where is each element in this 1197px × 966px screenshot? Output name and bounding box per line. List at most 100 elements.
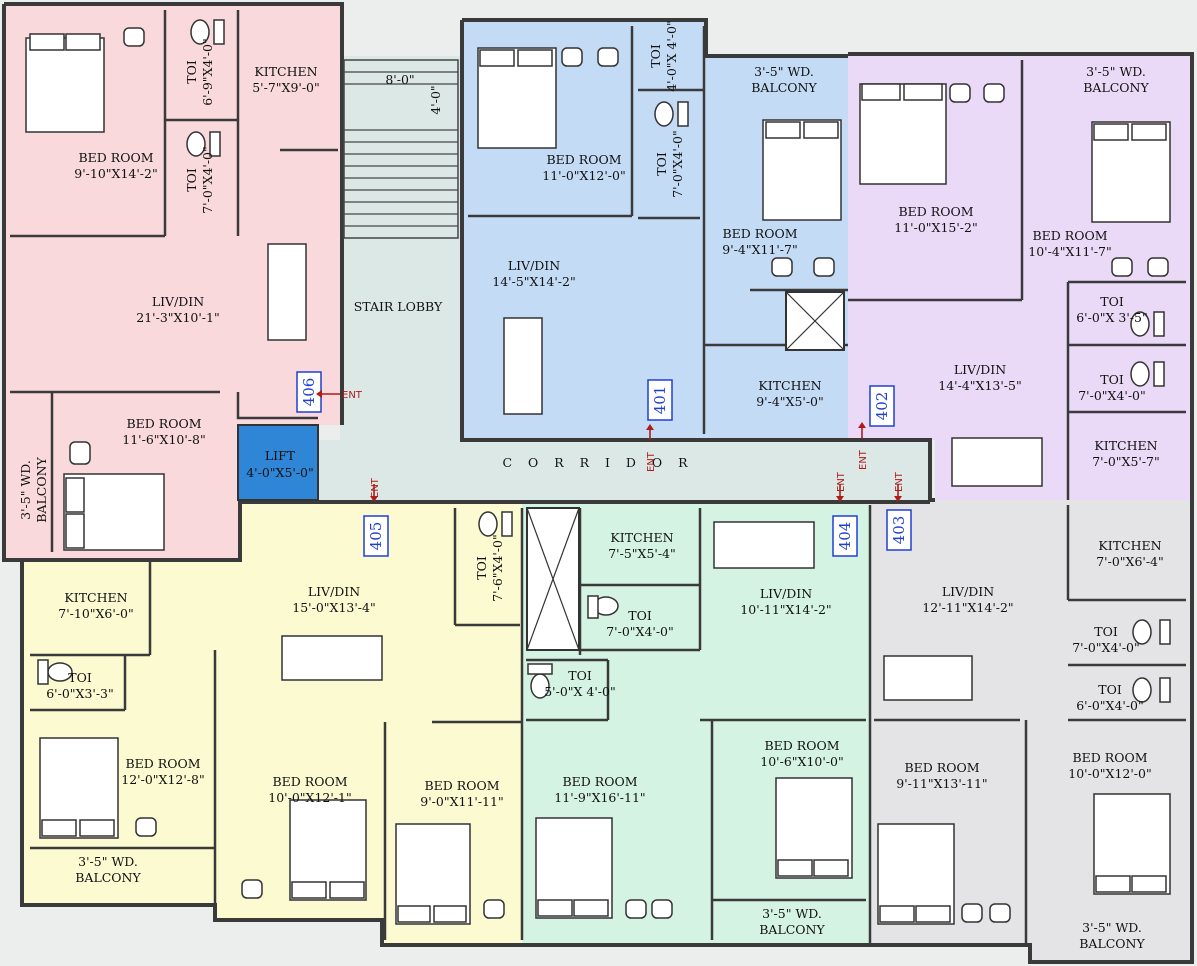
room-name: 3'-5" WD.: [18, 460, 33, 520]
svg-text:ENT: ENT: [858, 449, 869, 470]
chair-icon: [989, 903, 1011, 923]
room-name: KITCHEN: [1098, 538, 1161, 553]
room-name: BED ROOM: [904, 760, 979, 775]
room-dimension: 7'-0"X5'-7": [1092, 454, 1160, 469]
room-dimension: BALCONY: [1083, 80, 1149, 95]
bed-icon: [477, 47, 557, 149]
room-dimension: 11'-6"X10'-8": [122, 432, 205, 447]
room-name: KITCHEN: [610, 530, 673, 545]
chair-icon: [813, 257, 835, 277]
bed-icon: [1091, 121, 1171, 223]
room-name: TOI: [654, 152, 669, 176]
svg-text:ENT: ENT: [894, 471, 905, 492]
toilet-icon: [186, 131, 221, 157]
room-dimension: 14'-5"X14'-2": [492, 274, 575, 289]
staircase: [343, 59, 459, 239]
room-name: BED ROOM: [764, 738, 839, 753]
chair-icon: [241, 879, 263, 899]
entrance-403: ENT: [894, 471, 905, 502]
room-dimension: 10'-0"X12'-0": [1068, 766, 1151, 781]
room-dimension: 7'-0"X4'-0": [670, 130, 685, 198]
svg-text:406: 406: [300, 378, 318, 407]
chair-icon: [69, 441, 91, 465]
dining-table-icon: [281, 635, 383, 681]
room-name: BED ROOM: [898, 204, 973, 219]
room-dimension: 12'-0"X12'-8": [121, 772, 204, 787]
room-name: TOI: [1098, 682, 1122, 697]
room-label: 3'-5" WD.BALCONY: [75, 854, 141, 885]
chair-icon: [123, 27, 145, 47]
shaft-401: [785, 291, 845, 351]
room-name: TOI: [1094, 624, 1118, 639]
room-dimension: 4'-0"X 4'-0": [664, 20, 679, 92]
lift-dim: 4'-0"X5'-0": [246, 465, 314, 480]
room-dimension: 6'-0"X 3'-5": [1076, 310, 1148, 325]
entrance-404: ENT: [836, 471, 847, 502]
toilet-icon: [654, 101, 689, 127]
dining-table-icon: [267, 243, 307, 341]
room-dimension: 11'-9"X16'-11": [554, 790, 645, 805]
lift-label: LIFT: [265, 448, 296, 463]
room-dimension: 6'-9"X4'-0": [200, 38, 215, 106]
room-name: KITCHEN: [64, 590, 127, 605]
room-name: TOI: [648, 44, 663, 68]
furniture: [25, 19, 1171, 925]
room-name: 3'-5" WD.: [1086, 64, 1146, 79]
chair-icon: [625, 899, 647, 919]
room-name: BED ROOM: [1032, 228, 1107, 243]
svg-text:403: 403: [890, 516, 908, 545]
room-name: 3'-5" WD.: [1082, 920, 1142, 935]
chair-icon: [771, 257, 793, 277]
room-label: 3'-5" WD.BALCONY: [18, 456, 49, 522]
room-name: TOI: [1100, 372, 1124, 387]
room-name: TOI: [628, 608, 652, 623]
entrance-401: ENT: [646, 424, 657, 472]
room-name: BED ROOM: [546, 152, 621, 167]
room-dimension: 7'-0"X4'-0": [1072, 640, 1140, 655]
room-dimension: 9'-10"X14'-2": [74, 166, 157, 181]
room-name: BED ROOM: [78, 150, 153, 165]
bed-icon: [877, 823, 955, 925]
room-dimension: 9'-4"X11'-7": [722, 242, 797, 257]
room-dimension: BALCONY: [34, 456, 49, 522]
bed-icon: [63, 473, 165, 551]
room-name: BED ROOM: [272, 774, 347, 789]
svg-text:ENT: ENT: [370, 477, 381, 498]
bed-icon: [775, 777, 853, 879]
unit-tag-402: 402: [869, 385, 895, 427]
room-dimension: 10'-6"X10'-0": [760, 754, 843, 769]
chair-icon: [651, 899, 673, 919]
svg-text:404: 404: [836, 522, 854, 551]
stair-lobby-label: STAIR LOBBY: [354, 299, 443, 314]
room-name: LIV/DIN: [308, 584, 360, 599]
unit-tag-404: 404: [832, 515, 858, 557]
room-name: KITCHEN: [1094, 438, 1157, 453]
lobby-area: [240, 56, 930, 502]
room-dimension: 10'-11"X14'-2": [740, 602, 831, 617]
room-name: LIV/DIN: [954, 362, 1006, 377]
chair-icon: [483, 899, 505, 919]
room-dimension: 10'-4"X11'-7": [1028, 244, 1111, 259]
room-dimension: 7'-0"X4'-0": [1078, 388, 1146, 403]
dining-table-icon: [883, 655, 973, 701]
corridor-label: C O R R I D O R: [502, 455, 693, 470]
room-name: TOI: [184, 168, 199, 192]
